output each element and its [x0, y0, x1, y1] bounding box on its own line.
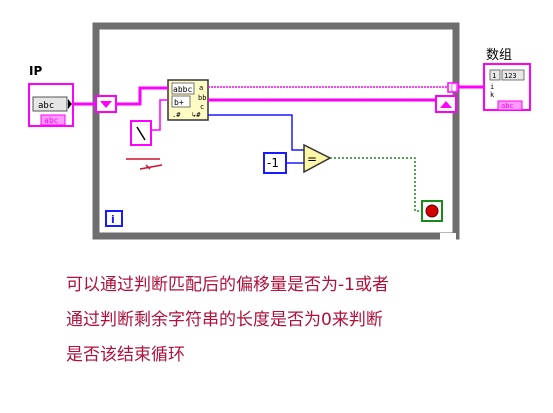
array-elem-box — [501, 69, 525, 81]
equal-compare-body[interactable] — [303, 143, 332, 174]
match-pattern-out-bb: bb — [198, 94, 206, 102]
ip-control-field[interactable] — [32, 96, 68, 112]
right-shift-register[interactable] — [435, 95, 457, 113]
equal-compare-node[interactable]: = — [303, 143, 332, 174]
caption-line-3: 是否该结束循环 — [66, 345, 185, 365]
wire-shift-to-match-input — [116, 86, 168, 106]
match-pattern-offset-out: ↳# — [192, 111, 201, 119]
stop-icon — [425, 204, 439, 218]
wire-regex-constant — [150, 99, 168, 131]
caption-line-2: 通过判断剩余字符串的长度是否为0来判断 — [66, 310, 383, 330]
ip-dtype-badge — [40, 114, 66, 126]
while-loop[interactable] — [92, 22, 460, 241]
wire-offset-to-compare — [208, 114, 304, 151]
iteration-terminal: i — [105, 210, 123, 227]
match-pattern-mid-text: b+ — [174, 98, 184, 107]
ip-control[interactable]: abc abc — [28, 83, 74, 127]
neg1-constant-text: -1 — [267, 156, 279, 170]
iteration-terminal-text: i — [111, 213, 115, 226]
while-loop-frame[interactable] — [92, 22, 460, 240]
ip-control-type: abc — [38, 101, 54, 111]
ip-control-terminal-icon — [68, 99, 72, 109]
array-elem-text: 123 — [504, 72, 517, 80]
array-tunnel-icon: [] — [450, 84, 458, 92]
match-pattern-offset-in: .# — [172, 111, 181, 119]
match-pattern-out-c: c — [200, 103, 204, 111]
match-pattern-out-a: a — [199, 84, 203, 92]
regex-backslash-icon — [136, 126, 146, 141]
array-index-box — [489, 69, 501, 81]
equal-icon: = — [307, 152, 317, 166]
array-dtype-text: abc — [501, 102, 514, 110]
array-indicator-label: 数组 — [486, 48, 513, 63]
match-pattern-mid-box — [171, 95, 191, 108]
match-pattern-node[interactable]: abbc b+ a bb c .# ↳# — [167, 79, 209, 121]
caption-line-1: 可以通过判断匹配后的偏移量是否为-1或者 — [66, 275, 389, 295]
array-build-k: k — [490, 91, 495, 99]
left-shift-register[interactable] — [95, 95, 117, 113]
wire-compare-to-stop — [330, 157, 424, 212]
shift-register-down-icon — [100, 101, 112, 108]
red-annotation-mark — [126, 158, 163, 170]
match-pattern-top-text: abbc — [173, 85, 192, 94]
array-index-text: 1 — [492, 72, 496, 80]
iteration-terminal-box — [105, 210, 123, 227]
array-dtype-badge — [497, 100, 523, 111]
array-indexing-tunnel[interactable]: [] — [447, 82, 459, 93]
array-indicator[interactable]: 1 123 i k abc — [483, 63, 531, 111]
loop-frame-notch — [440, 233, 456, 241]
regex-constant[interactable] — [130, 120, 152, 146]
shift-register-up-icon — [440, 101, 452, 108]
ip-control-label: IP — [29, 64, 43, 78]
match-pattern-top-box — [171, 82, 195, 95]
neg1-constant[interactable]: -1 — [263, 152, 287, 174]
loop-condition-terminal[interactable] — [421, 200, 443, 222]
ip-dtype-text: abc — [44, 116, 59, 125]
array-build-i: i — [490, 83, 494, 91]
